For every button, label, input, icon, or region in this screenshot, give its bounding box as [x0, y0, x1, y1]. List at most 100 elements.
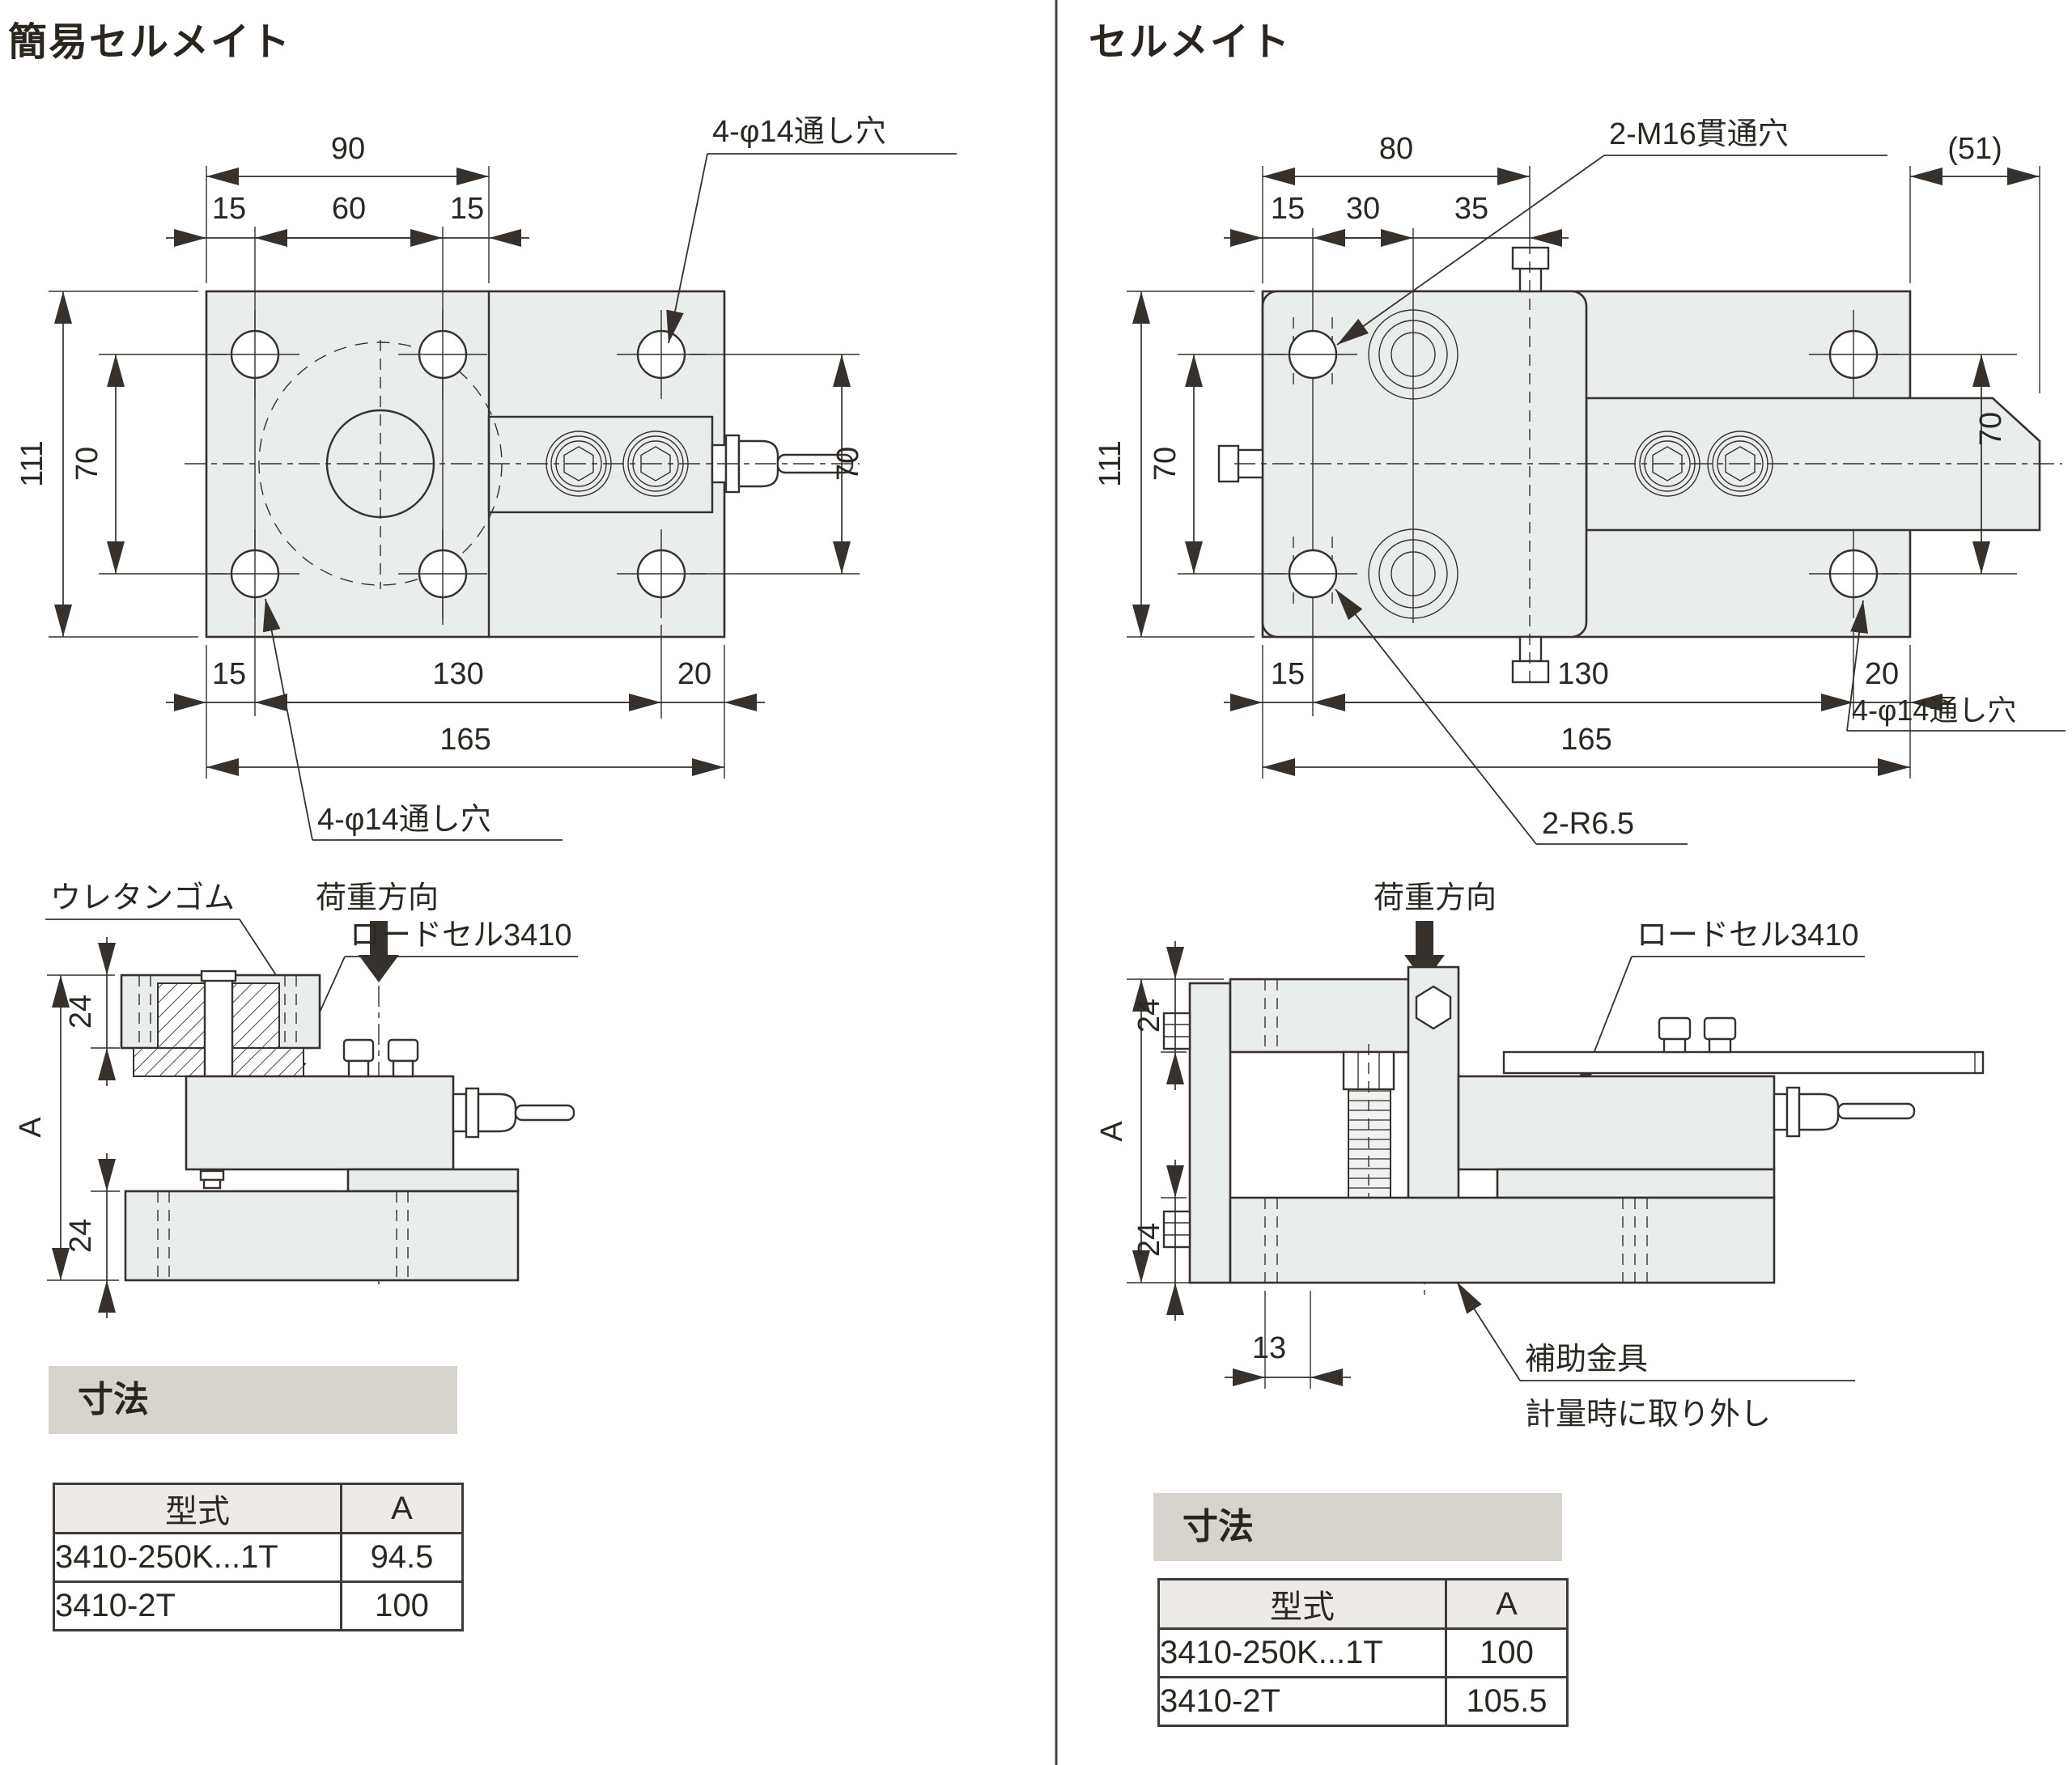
aux-label-2: 計量時に取り外し [1525, 1398, 1771, 1432]
dim-24b-label: 24 [64, 1219, 98, 1253]
dim-15r-label: 15 [450, 192, 484, 226]
holes-top-label: 4-φ14通し穴 [712, 115, 886, 149]
through-holes [210, 310, 706, 618]
dim-70-holes-right-panel: 70 [1149, 354, 1285, 575]
annotation-aux: 補助金具 計量時に取り外し [1456, 1281, 1855, 1432]
table-row: 3410-2T 105.5 [1157, 1676, 1569, 1727]
r65-label: 2-R6.5 [1542, 807, 1634, 841]
dim-24t-label: 24 [64, 995, 98, 1029]
right-top-view: 80 15 30 35 (51) 2-M16貫通穴 [1093, 117, 2066, 845]
left-dim-heading: 寸法 [49, 1366, 457, 1434]
table-row: 3410-2T 100 [53, 1580, 464, 1631]
annotation-r65: 2-R6.5 [1335, 588, 1688, 845]
dim-90-label: 90 [331, 132, 365, 166]
dim-24-bottom-right: 24 [1132, 1160, 1187, 1321]
a-cell: 94.5 [340, 1532, 464, 1583]
load-arrow [359, 921, 399, 982]
model-cell: 3410-2T [1157, 1676, 1447, 1727]
right-side-view: 荷重方向 ロードセル3410 [1095, 881, 1985, 1432]
dim-30-label: 30 [1346, 192, 1380, 226]
dim-r20-label: 20 [1865, 657, 1899, 691]
dim-70-holes: 70 [70, 354, 227, 575]
r-load-cell-label: ロードセル3410 [1637, 919, 1859, 953]
dim-13-label: 13 [1252, 1331, 1286, 1365]
dim-bottom: 15 130 20 165 [166, 625, 765, 779]
socket-bolts [546, 431, 689, 497]
dim-r130-label: 130 [1557, 657, 1608, 691]
dim-51: (51) [1909, 132, 2040, 393]
col-a: A [1445, 1578, 1569, 1630]
left-spec-table: 型式 A 3410-250K...1T 94.5 3410-2T 100 [53, 1483, 464, 1631]
dim-r70r-label: 70 [1974, 412, 2008, 446]
dim-r24t-label: 24 [1132, 999, 1166, 1033]
a-cell: 105.5 [1445, 1676, 1569, 1727]
dim-15b-label: 15 [212, 657, 246, 691]
dim-13: 13 [1225, 1291, 1351, 1389]
dim-80-cluster: 80 15 30 35 [1224, 132, 1569, 283]
aux-label-1: 補助金具 [1525, 1343, 1648, 1377]
left-top-view: 90 15 60 15 111 70 [15, 115, 957, 841]
right-dim-heading: 寸法 [1153, 1493, 1562, 1561]
right-spec-table: 型式 A 3410-250K...1T 100 3410-2T 105.5 [1157, 1578, 1569, 1727]
dim-130-label: 130 [432, 657, 483, 691]
annotation-phi14-right: 4-φ14通し穴 [1846, 600, 2066, 732]
dim-A-right: A [1095, 978, 1224, 1283]
dim-A-left: A [14, 974, 119, 1281]
dim-15-60-15: 15 60 15 [166, 192, 529, 247]
a-cell: 100 [340, 1580, 464, 1631]
dim-51-label: (51) [1947, 132, 2002, 166]
dim-35-label: 35 [1454, 192, 1488, 226]
col-a: A [340, 1483, 464, 1534]
load-direction-label: 荷重方向 [316, 881, 439, 915]
dim-90: 90 [206, 132, 490, 283]
dim-24-top-right: 24 [1132, 941, 1187, 1090]
annotation-holes-top: 4-φ14通し穴 [666, 115, 957, 344]
dim-bottom-right-panel: 15 130 20 165 [1224, 625, 1949, 779]
holes-bottom-label: 4-φ14通し穴 [317, 803, 491, 837]
m16-label: 2-M16貫通穴 [1609, 117, 1789, 151]
dim-r111-label: 111 [1093, 440, 1127, 487]
bar-socket-bolts [1634, 431, 1773, 497]
dim-r24b-label: 24 [1132, 1223, 1166, 1257]
r-phi14-label: 4-φ14通し穴 [1852, 694, 2016, 727]
bolt-circles [1368, 309, 1458, 619]
annotation-holes-bottom: 4-φ14通し穴 [262, 598, 563, 841]
dim-111: 111 [15, 291, 198, 638]
dim-80-label: 80 [1379, 132, 1413, 166]
dim-60-label: 60 [332, 192, 366, 226]
dim-165-label: 165 [439, 723, 490, 757]
urethane-label: ウレタンゴム [50, 881, 235, 915]
dim-111-label: 111 [15, 440, 49, 487]
model-cell: 3410-250K...1T [53, 1532, 342, 1583]
dim-24-bottom-left: 24 [64, 1153, 120, 1318]
annotation-m16: 2-M16貫通穴 [1336, 117, 1887, 346]
dim-r165-label: 165 [1560, 723, 1611, 757]
dim-24-top-left: 24 [64, 937, 120, 1086]
dim-A-label: A [14, 1117, 48, 1138]
dim-r70l-label: 70 [1149, 447, 1182, 481]
dim-70r-label: 70 [831, 447, 865, 481]
model-cell: 3410-250K...1T [1157, 1627, 1447, 1678]
model-cell: 3410-2T [53, 1580, 342, 1631]
dim-20-label: 20 [677, 657, 711, 691]
table-header-row: 型式 A [53, 1483, 464, 1534]
dim-111-right-panel: 111 [1093, 291, 1255, 638]
load-cell-label: ロードセル3410 [350, 919, 572, 953]
right-panel-title: セルメイト [1089, 21, 1292, 64]
dim-70-right: 70 [690, 354, 865, 575]
r-load-direction-label: 荷重方向 [1374, 881, 1497, 915]
left-panel-title: 簡易セルメイト [8, 21, 292, 64]
phi14-holes [1809, 310, 1898, 618]
dim-15l-label: 15 [212, 192, 246, 226]
a-cell: 100 [1445, 1627, 1569, 1678]
dim-r15b-label: 15 [1271, 657, 1305, 691]
col-model: 型式 [53, 1483, 342, 1534]
m16-holes [1268, 317, 1357, 611]
col-model: 型式 [1157, 1578, 1447, 1630]
table-row: 3410-250K...1T 94.5 [53, 1532, 464, 1583]
dim-70-right-col: 70 [1882, 354, 2017, 575]
dim-70l-label: 70 [70, 447, 104, 481]
dim-rA-label: A [1095, 1121, 1129, 1142]
